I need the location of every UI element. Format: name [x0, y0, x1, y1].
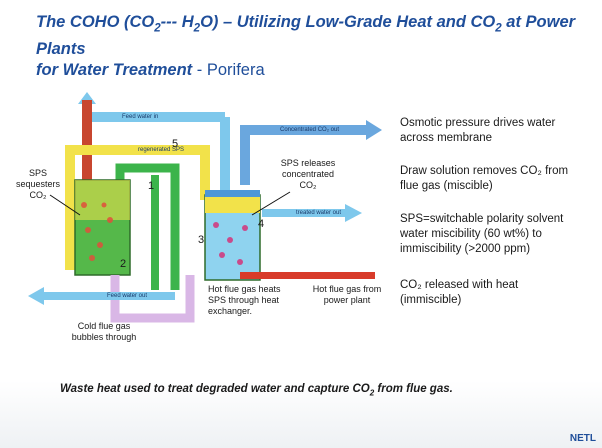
netl-logo: NETL — [569, 433, 596, 444]
feed-water-out-arrow — [28, 287, 44, 305]
feed-water-out-label: Feed water out — [107, 293, 148, 299]
page-title: The COHO (CO2--- H2O) – Utilizing Low-Gr… — [36, 13, 576, 80]
sps-releases-leader — [251, 191, 291, 216]
feed-water-in-label: Feed water in — [122, 114, 159, 120]
hot-flue-gas-pipe — [240, 272, 375, 279]
co2-out-pipe — [240, 125, 370, 185]
treated-water-label: treated water out — [296, 210, 342, 216]
bubbles — [81, 202, 113, 261]
footer-caption: Waste heat used to treat degraded water … — [60, 383, 453, 398]
treated-water-arrow — [345, 204, 362, 222]
n2-vapor-pipe — [82, 100, 92, 180]
step-4: 4 — [258, 218, 265, 230]
bullet-co2-released: CO₂ released with heat(immiscible) — [400, 279, 519, 306]
co2-out-arrow — [366, 120, 382, 140]
step-2: 2 — [120, 258, 127, 270]
regenerated-sps-pipe — [65, 145, 210, 270]
step-5: 5 — [172, 138, 179, 150]
step-1: 1 — [148, 180, 155, 192]
step-3: 3 — [198, 234, 205, 246]
sps-droplets — [213, 222, 248, 265]
regen-sps-label: regenerated SPS — [138, 147, 185, 153]
co2-out-label: Concentrated CO₂ out — [280, 127, 340, 133]
sps-sequesters-leader — [49, 194, 81, 216]
